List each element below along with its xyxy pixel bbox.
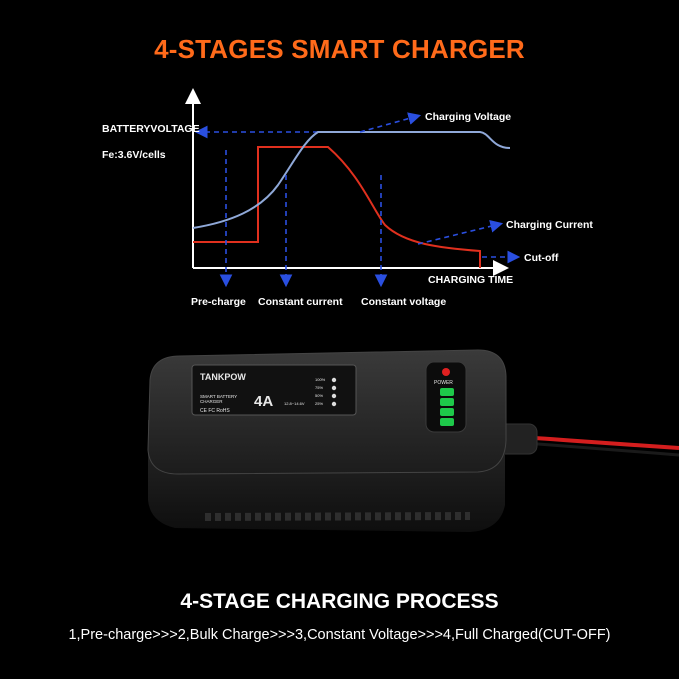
x-axis-label: CHARGING TIME [428, 274, 513, 286]
level-led-3 [440, 408, 454, 416]
product-line-2: CHARGER [200, 399, 223, 404]
amp-rating: 4A [254, 393, 273, 410]
y-axis-label: BATTERYVOLTAGE [102, 123, 200, 135]
level-50: 50% [315, 393, 323, 398]
brand-logo: TANKPOW [200, 372, 246, 382]
power-led [442, 368, 450, 376]
led-indicator-panel [425, 361, 467, 433]
charging-current-curve [193, 146, 481, 268]
level-led-4 [440, 418, 454, 426]
voltage-label-arrow [359, 112, 422, 133]
certifications: CE FC RoHS [200, 408, 230, 414]
page-title: 4-STAGES SMART CHARGER [154, 34, 525, 64]
charging-current-label: Charging Current [506, 219, 593, 231]
product-label [191, 364, 357, 416]
product-line-1: SMART BATTERY [200, 394, 237, 399]
stage-label-constant-voltage: Constant voltage [361, 296, 446, 308]
power-label: POWER [434, 380, 453, 386]
charging-voltage-curve [192, 131, 511, 229]
cell-voltage-label: Fe:3.6V/cells [102, 149, 166, 161]
level-100: 100% [315, 377, 326, 382]
level-led-1 [440, 388, 454, 396]
level-25: 25% [315, 401, 323, 406]
charger-product-image: TANKPOW SMART BATTERY CHARGER 4A 12.8~14… [147, 349, 679, 532]
charging-diagram: BATTERYVOLTAGE Fe:3.6V/cells Charging Vo… [102, 88, 593, 308]
level-led-2 [440, 398, 454, 406]
level-75: 75% [315, 385, 323, 390]
stage-label-constant-current: Constant current [258, 296, 343, 308]
voltage-range: 12.8~14.6V [284, 401, 305, 406]
process-steps: 1,Pre-charge>>>2,Bulk Charge>>>3,Constan… [68, 627, 611, 643]
charging-voltage-label: Charging Voltage [425, 111, 511, 123]
process-title: 4-STAGE CHARGING PROCESS [180, 590, 499, 613]
stage-label-precharge: Pre-charge [191, 296, 246, 308]
cutoff-label: Cut-off [524, 252, 559, 264]
